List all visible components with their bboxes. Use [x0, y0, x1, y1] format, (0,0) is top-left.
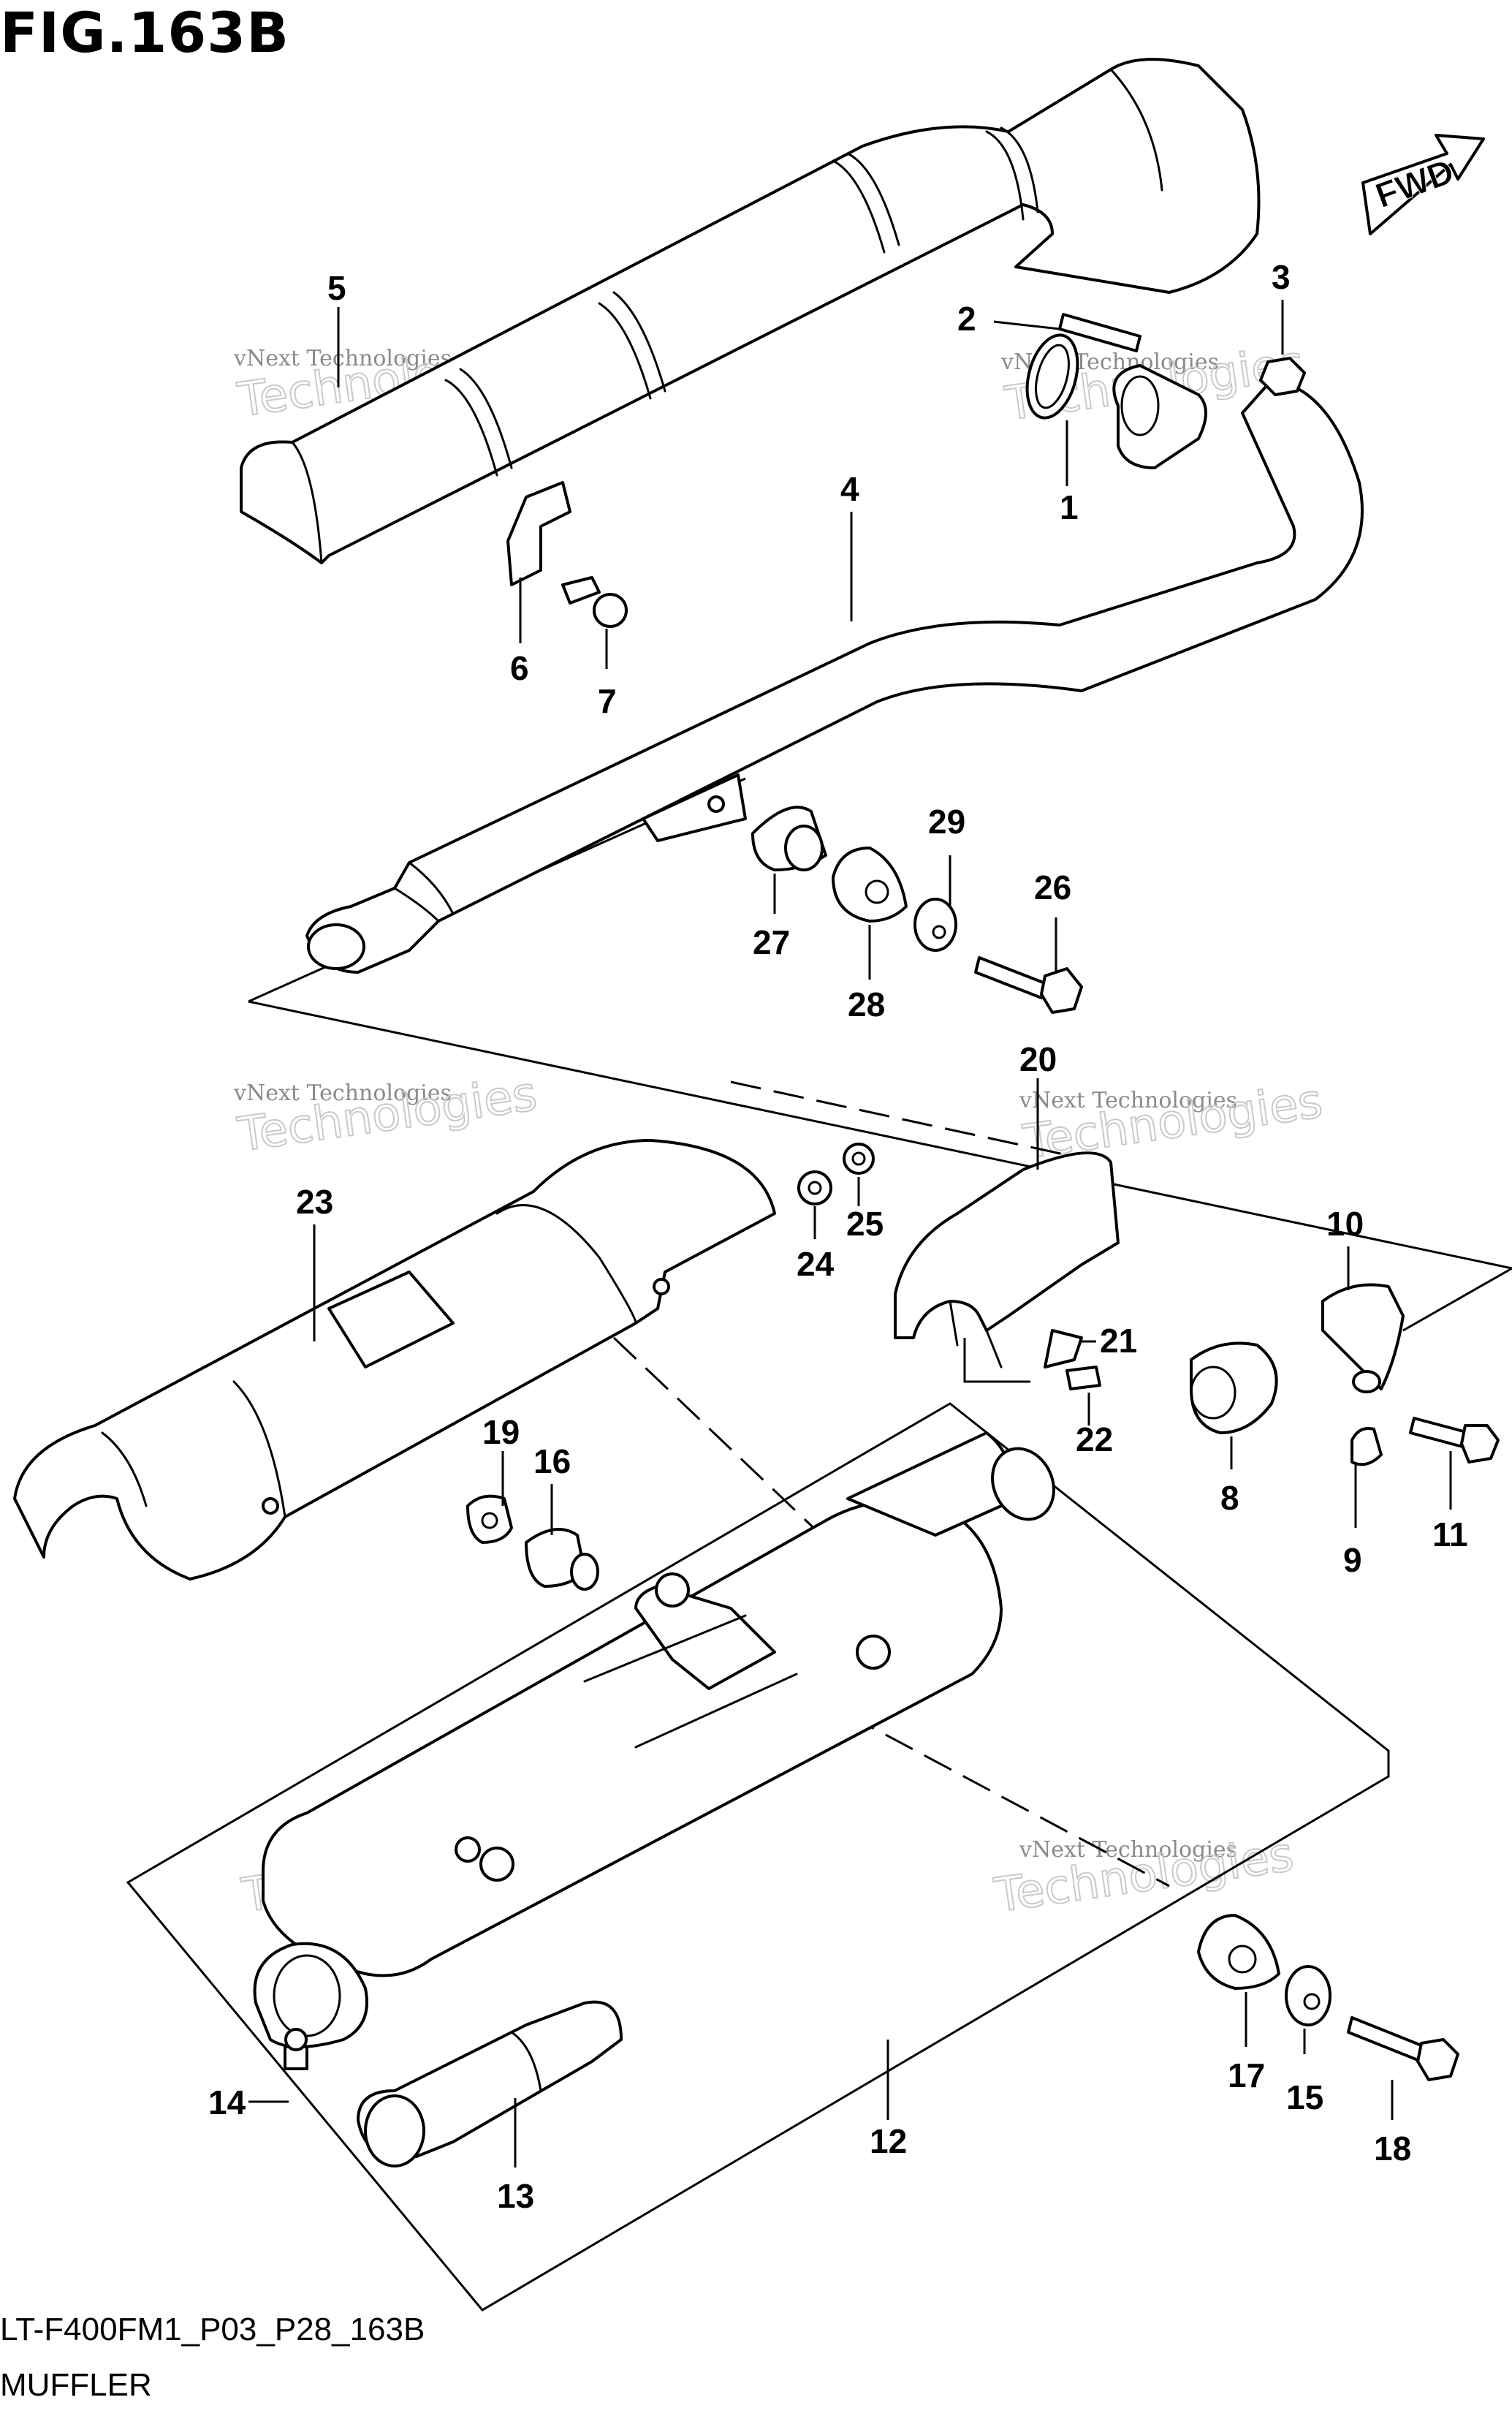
- callout-3: 3: [1272, 258, 1291, 296]
- callout-23: 23: [296, 1183, 333, 1221]
- rear-muffler-hardware: [1197, 1914, 1459, 2081]
- callout-13: 13: [497, 2177, 534, 2215]
- callout-25: 25: [846, 1205, 884, 1243]
- callout-9: 9: [1343, 1541, 1362, 1579]
- tail-guard: [894, 1151, 1120, 1390]
- callout-7: 7: [598, 682, 617, 720]
- exhaust-pipe: [305, 379, 1364, 974]
- lower-mount-hardware: [466, 1494, 599, 1591]
- assembly-guide-lines: [612, 1080, 1170, 1888]
- upper-heat-shield: [240, 58, 1261, 564]
- rear-mount-hardware: [751, 806, 1083, 1014]
- callout-14: 14: [208, 2083, 246, 2121]
- callout-27: 27: [753, 923, 790, 961]
- callout-26: 26: [1034, 868, 1071, 906]
- callout-12: 12: [870, 2122, 907, 2160]
- figure-name: MUFFLER: [0, 2367, 152, 2403]
- shield-fasteners: [797, 1143, 875, 1205]
- watermark-text: vNext Technologies: [233, 1080, 452, 1106]
- fwd-arrow-badge: FWD: [1361, 134, 1485, 235]
- callout-28: 28: [848, 985, 885, 1023]
- callout-8: 8: [1220, 1479, 1239, 1517]
- callout-18: 18: [1374, 2129, 1411, 2167]
- callout-17: 17: [1228, 2056, 1265, 2094]
- callout-10: 10: [1326, 1205, 1364, 1243]
- callout-1: 1: [1060, 488, 1079, 526]
- lower-heat-shield: [13, 1139, 776, 1580]
- callout-24: 24: [797, 1245, 835, 1283]
- watermark-text: vNext Technologies: [233, 346, 452, 371]
- figure-code: LT-F400FM1_P03_P28_163B: [0, 2311, 425, 2347]
- callout-15: 15: [1286, 2078, 1323, 2116]
- callout-2: 2: [957, 300, 976, 338]
- callout-4: 4: [840, 470, 859, 508]
- callout-22: 22: [1076, 1420, 1113, 1458]
- flange-hardware: [1025, 313, 1306, 469]
- callout-11: 11: [1432, 1515, 1468, 1553]
- watermark-text: vNext Technologies: [1019, 1837, 1237, 1863]
- callout-5: 5: [327, 269, 346, 307]
- callout-21: 21: [1100, 1322, 1137, 1360]
- callout-29: 29: [928, 803, 965, 841]
- clamp-assembly: [1190, 1283, 1500, 1466]
- muffler-body: [253, 1431, 1055, 2048]
- callout-labels: 1 2 3 4 5 6 7 8 9 10 11 12 13 14 15 16 1…: [208, 258, 1468, 2215]
- figure-title: FIG.163B: [0, 0, 290, 65]
- callout-16: 16: [533, 1442, 571, 1480]
- fwd-label: FWD: [1371, 152, 1459, 216]
- spark-arrester: [284, 2000, 623, 2167]
- callout-20: 20: [1019, 1040, 1057, 1078]
- watermark-text: vNext Technologies: [1019, 1088, 1237, 1113]
- callout-6: 6: [510, 649, 529, 687]
- leader-lines: [248, 300, 1452, 2167]
- bracket-and-bolt: [506, 481, 628, 628]
- callout-19: 19: [482, 1413, 520, 1451]
